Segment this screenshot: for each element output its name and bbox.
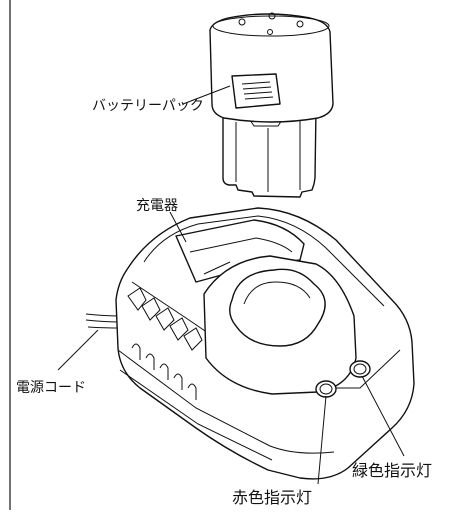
green-indicator-label: 緑色指示灯 bbox=[352, 461, 432, 480]
battery-pack-leader bbox=[182, 85, 231, 105]
charger-label: 充電器 bbox=[136, 198, 178, 214]
power-cord-leader bbox=[57, 329, 99, 371]
red-indicator-leader bbox=[317, 395, 327, 485]
green-indicator-leader bbox=[361, 375, 405, 457]
power-cord-label: 電源コード bbox=[16, 380, 86, 396]
charger-leader bbox=[169, 211, 187, 243]
battery-pack-label: バッテリーパック bbox=[92, 98, 204, 114]
charger-illustration bbox=[85, 207, 415, 480]
red-indicator-label: 赤色指示灯 bbox=[232, 488, 312, 507]
battery-pack-illustration bbox=[209, 12, 334, 198]
